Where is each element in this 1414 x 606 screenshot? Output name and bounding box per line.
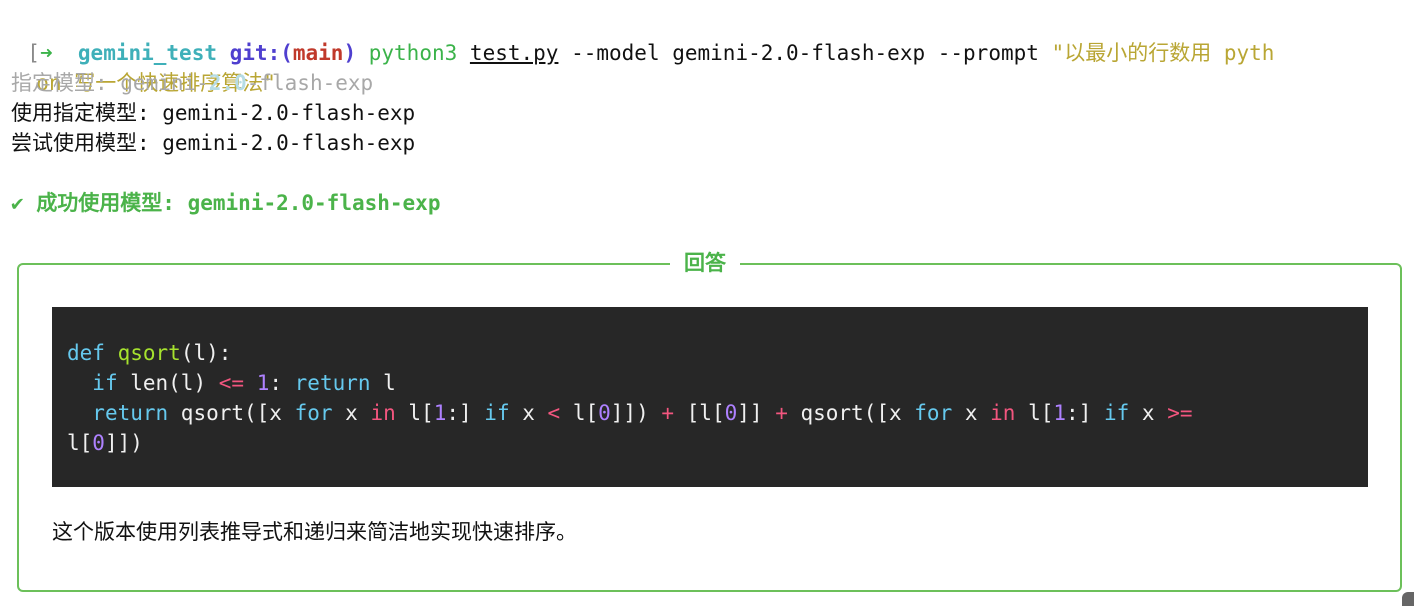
prompt-arrow-icon: ➜ <box>39 41 53 65</box>
prompt-string-part1: "以最小的行数用 pyth <box>1051 41 1275 65</box>
git-label-close: ) <box>343 41 357 65</box>
code-line-2: if len(l) <= 1: return l <box>92 371 396 395</box>
prompt-bracket: [ <box>27 41 40 65</box>
command-name: python3 <box>368 41 458 65</box>
scrollbar-handle[interactable] <box>1402 592 1414 606</box>
command-file: test.py <box>469 41 559 65</box>
code-block: def qsort(l): if len(l) <= 1: return l r… <box>52 307 1368 487</box>
current-directory: gemini_test <box>77 41 217 65</box>
command-line: [➜ gemini_test git:(main) python3 test.p… <box>2 8 1274 65</box>
success-text: 成功使用模型: gemini-2.0-flash-exp <box>36 191 441 215</box>
prompt-string-part2: on 写一个快速排序算法" <box>36 71 276 95</box>
specified-model-line: 指定模型: gemini-2.0-flash-exp <box>11 71 374 95</box>
command-line-wrap: on 写一个快速排序算法" <box>11 38 276 95</box>
checkmark-icon: ✔ <box>11 191 24 215</box>
code-line-4: l[0]]) <box>67 431 143 455</box>
success-line: ✔ 成功使用模型: gemini-2.0-flash-exp <box>11 188 440 218</box>
version-highlight: 2.0 <box>208 71 247 95</box>
git-branch: main <box>292 41 344 65</box>
command-options: --model gemini-2.0-flash-exp --prompt <box>571 41 1039 65</box>
trying-model-line: 尝试使用模型: gemini-2.0-flash-exp <box>11 131 416 155</box>
answer-title: 回答 <box>670 248 740 278</box>
code-line-1: def qsort(l): <box>67 341 232 365</box>
answer-explanation: 这个版本使用列表推导式和递归来简洁地实现快速排序。 <box>52 520 577 544</box>
git-label: git:( <box>229 41 293 65</box>
using-model-line: 使用指定模型: gemini-2.0-flash-exp <box>11 101 416 125</box>
code-line-3: return qsort([x for x in l[1:] if x < l[… <box>92 401 1193 425</box>
